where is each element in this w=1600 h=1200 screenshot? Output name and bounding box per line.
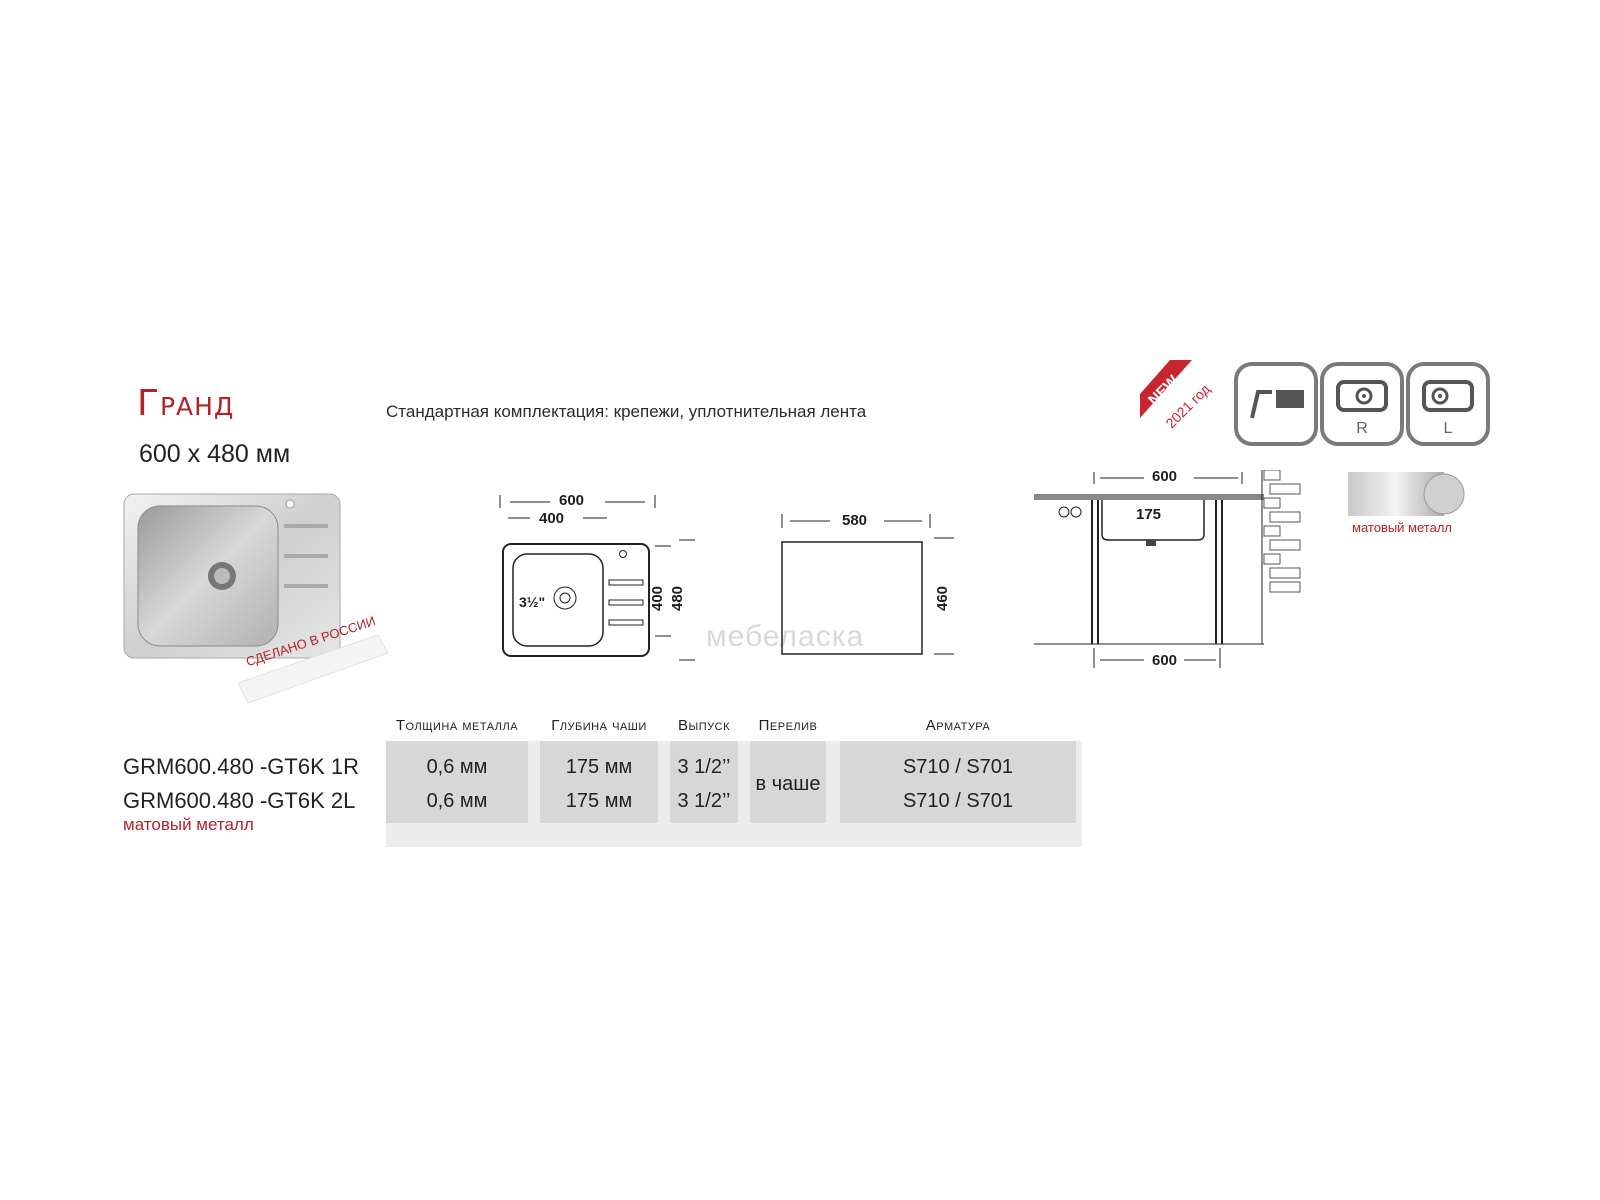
table-row-2-thickness: 0,6 мм [426,790,488,812]
header-fittings: Арматура [925,717,991,734]
table-row-1-model: GRM600.480 -GT6K 1R [123,754,359,779]
table-row-1-depth: 175 мм [565,756,633,778]
dim-cutout-width: 580 [842,512,868,529]
dim-overall-height: 480 [669,585,687,612]
table-row-1-fittings: S710 / S701 [902,756,1014,778]
cell-depth-column [540,741,658,823]
mount-type-icon [1234,362,1318,446]
cell-outlet-column [670,741,738,823]
standard-kit-text: Стандартная комплектация: крепежи, уплот… [386,402,867,421]
cell-thickness-column [386,741,528,823]
dim-drain-size: 3½" [519,594,546,610]
table-row-2-depth: 175 мм [565,790,633,812]
sink-photo [122,492,342,662]
dim-bowl-height: 400 [649,585,667,612]
dim-cutout-height: 460 [934,585,952,612]
header-thickness: Толщина металла [395,717,519,734]
table-row-2-model: GRM600.480 -GT6K 2L [123,788,356,813]
dim-section-depth: 175 [1136,506,1162,523]
top-view-drawing: 600 400 3½" 400 480 [495,490,725,670]
header-outlet: Выпуск [678,717,730,734]
dim-top-width: 600 [559,492,585,509]
finish-swatch [1348,472,1468,520]
watermark: мебеласка [706,620,865,653]
finish-label: матовый металл [123,815,254,834]
cell-overflow-column [750,741,826,823]
cutout-drawing: 580 460 [780,510,960,660]
table-row-2-outlet: 3 1/2’’ [677,790,731,812]
dim-bowl-width: 400 [539,510,565,527]
cell-fittings-column [840,741,1076,823]
table-row-2-fittings: S710 / S701 [902,790,1014,812]
right-label: R [1356,420,1368,437]
section-drawing: 600 175 600 [1034,468,1314,680]
dim-section-bottom-width: 600 [1152,652,1178,669]
dim-section-top-width: 600 [1152,468,1178,485]
new-badge: NEW 2021 год [1140,360,1230,442]
right-bowl-icon: R [1320,362,1404,446]
table-row-1-outlet: 3 1/2’’ [677,756,731,778]
product-title: Гранд [137,383,235,424]
header-overflow: Перелив [758,717,818,734]
header-depth: Глубина чаши [551,717,647,734]
made-in-russia-tag: СДЕЛАНО В РОССИИ [237,613,418,704]
left-label: L [1443,420,1453,437]
table-row-1-thickness: 0,6 мм [426,756,488,778]
table-overflow-value: в чаше [755,773,821,795]
product-size: 600 x 480 мм [139,440,291,468]
left-bowl-icon: L [1406,362,1490,446]
finish-swatch-label: матовый металл [1352,520,1452,535]
